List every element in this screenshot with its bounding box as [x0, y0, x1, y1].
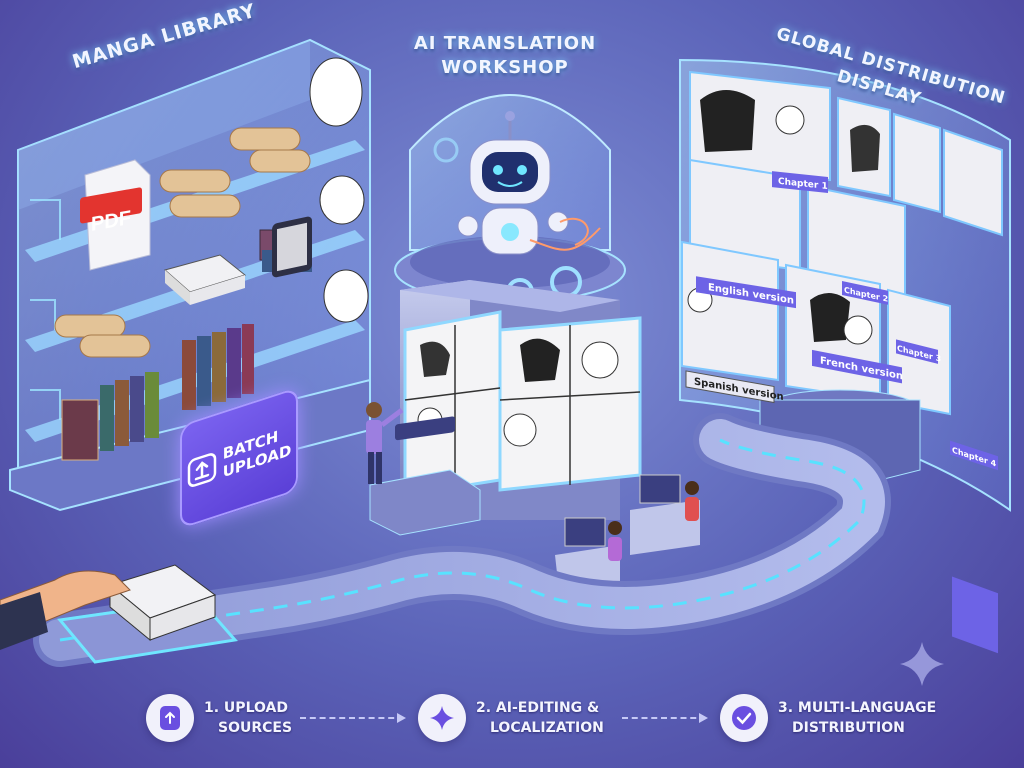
batch-upload-button[interactable]: BATCH UPLOAD: [180, 386, 298, 530]
ai-workshop-title: AI TRANSLATION WORKSHOP: [400, 32, 610, 80]
version-tab-japanese: [952, 576, 998, 654]
step-1-line1: 1. UPLOAD: [204, 700, 288, 716]
step-ai-editing-label: 2. AI-EDITING & LOCALIZATION: [476, 698, 604, 738]
step-upload-sources-label: 1. UPLOAD SOURCES: [204, 698, 292, 738]
scrolls-icon: [54, 127, 311, 358]
ai-workshop-title-line1: AI TRANSLATION: [413, 33, 597, 54]
step-multi-language-label: 3. MULTI-LANGUAGE DISTRIBUTION: [778, 698, 936, 738]
batch-upload-label: BATCH UPLOAD: [223, 423, 292, 481]
speech-bubbles: [309, 57, 369, 323]
step-1-line2: SOURCES: [218, 720, 293, 736]
sparkle-icon: [418, 694, 466, 742]
sparkle-decoration-icon: [900, 642, 944, 686]
robot-icon: [457, 111, 601, 255]
workshop-manga-screens: [403, 310, 642, 497]
step-arrow-2: [622, 713, 708, 723]
manga-stack-icon: [163, 216, 312, 305]
step-upload-sources: 1. UPLOAD SOURCES: [146, 688, 292, 748]
check-circle-icon: [720, 694, 768, 742]
ai-workshop-title-line2: WORKSHOP: [441, 57, 569, 78]
upload-icon: [187, 453, 216, 488]
chapter-tab-1: Chapter 1: [772, 171, 828, 194]
step-multi-language: 3. MULTI-LANGUAGE DISTRIBUTION: [720, 688, 936, 748]
step-ai-editing: 2. AI-EDITING & LOCALIZATION: [418, 688, 604, 748]
step-3-line1: 3. MULTI-LANGUAGE: [778, 700, 937, 716]
hand-with-manga-icon: [0, 564, 217, 650]
pdf-file-icon: PDF: [80, 159, 151, 271]
step-3-line2: DISTRIBUTION: [792, 720, 905, 736]
step-arrow-1: [300, 713, 406, 723]
upload-doc-icon: [146, 694, 194, 742]
step-2-line2: LOCALIZATION: [490, 720, 604, 736]
step-2-line1: 2. AI-EDITING &: [476, 700, 600, 716]
